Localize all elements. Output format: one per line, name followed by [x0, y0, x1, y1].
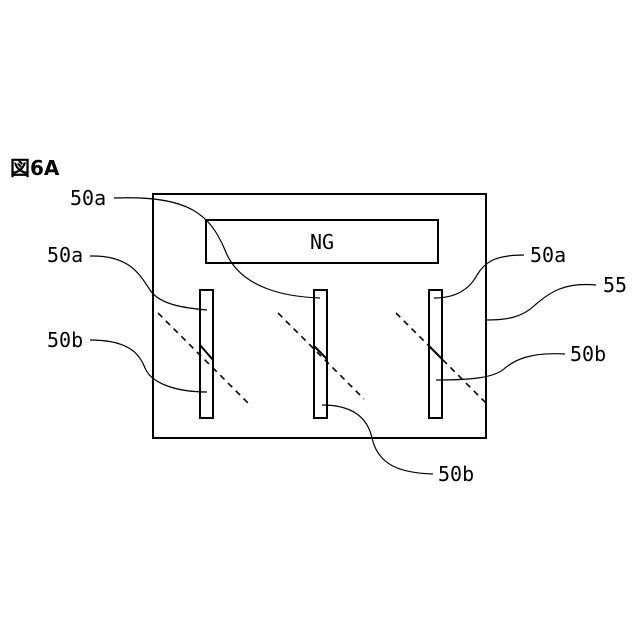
label-55: 55 [603, 273, 627, 297]
ng-label: NG [310, 230, 334, 254]
label-top-50a: 50a [70, 186, 106, 210]
label-left-50b: 50b [47, 328, 83, 352]
leader-bottom-50b [322, 405, 433, 474]
slot-left-cut-line [200, 345, 213, 360]
slot-middle [314, 290, 327, 418]
label-right-50b: 50b [570, 342, 606, 366]
leader-right-50b [436, 354, 565, 380]
leader-55 [486, 284, 596, 320]
leader-right-50a [434, 255, 524, 298]
label-bottom-50b: 50b [438, 462, 474, 486]
slot-middle-cut-line [314, 346, 327, 359]
slot-middle-dashed-guide [278, 313, 364, 399]
slot-right-cut-line [429, 346, 442, 359]
figure-title: 図6A [10, 156, 60, 180]
slot-right [429, 290, 442, 418]
leader-left-50b [90, 340, 207, 392]
label-left-50a: 50a [47, 243, 83, 267]
label-right-50a: 50a [530, 243, 566, 267]
leader-left-50a [90, 256, 207, 310]
slot-left-dashed-guide [158, 313, 248, 403]
